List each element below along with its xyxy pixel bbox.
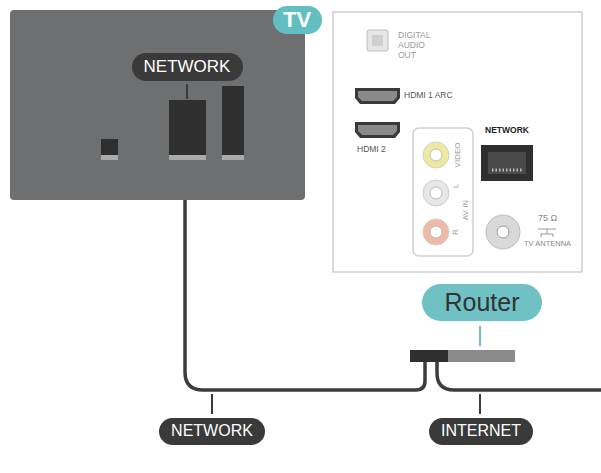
jack-hole	[430, 226, 442, 238]
leader-line	[211, 394, 213, 414]
optical-port	[367, 30, 388, 51]
network-port-pins	[492, 169, 522, 172]
jack-hole	[430, 187, 442, 199]
network-callout: NETWORK	[132, 53, 243, 81]
callout-text: NETWORK	[144, 57, 231, 77]
tv-port	[101, 139, 118, 155]
callout-text: INTERNET	[441, 422, 521, 440]
callout-text: NETWORK	[171, 422, 253, 440]
port-label: AV IN	[461, 200, 470, 220]
tv-port-base	[169, 155, 206, 160]
internet-cable	[437, 362, 601, 390]
router-callout: Router	[422, 284, 542, 321]
port-label: HDMI 1 ARC	[404, 91, 453, 101]
hdmi-port-inner	[358, 91, 397, 101]
port-label: TV ANTENNA	[524, 240, 571, 249]
jack-hole	[430, 149, 442, 161]
router-device	[410, 350, 515, 362]
network-port	[481, 145, 533, 181]
hdmi-port-inner	[358, 125, 397, 135]
audio-r-jack	[423, 219, 449, 245]
leader-line	[479, 326, 481, 346]
port-label: HDMI 2	[357, 145, 386, 155]
network-port-inner	[488, 152, 526, 174]
optical-port-inner	[372, 35, 383, 46]
internet-callout: INTERNET	[429, 418, 533, 445]
hdmi-port	[355, 88, 400, 104]
audio-l-jack	[423, 180, 449, 206]
port-label: R	[451, 229, 460, 235]
tv-port	[222, 86, 244, 155]
tv-badge: TV	[273, 6, 322, 34]
tv-port-base	[101, 155, 118, 160]
port-label: DIGITAL AUDIO OUT	[398, 31, 442, 60]
port-label: 75 Ω	[538, 213, 557, 223]
callout-text: Router	[444, 288, 520, 317]
port-label: L	[451, 184, 460, 188]
leader-line	[479, 394, 481, 414]
video-jack	[423, 142, 449, 168]
network-callout: NETWORK	[159, 418, 265, 445]
router-port	[410, 350, 448, 362]
antenna-symbol	[538, 229, 556, 237]
tv-port-base	[222, 155, 244, 160]
port-label: VIDEO	[453, 143, 462, 168]
leader-line	[186, 84, 188, 99]
port-panel	[333, 12, 582, 272]
av-in-block	[413, 128, 473, 256]
callout-text: TV	[283, 7, 312, 32]
hdmi-port	[355, 122, 400, 138]
tv-body	[10, 10, 305, 200]
antenna-hole	[497, 226, 509, 238]
tv-network-port	[169, 100, 206, 155]
port-label: NETWORK	[485, 126, 529, 136]
antenna-socket	[486, 215, 520, 249]
